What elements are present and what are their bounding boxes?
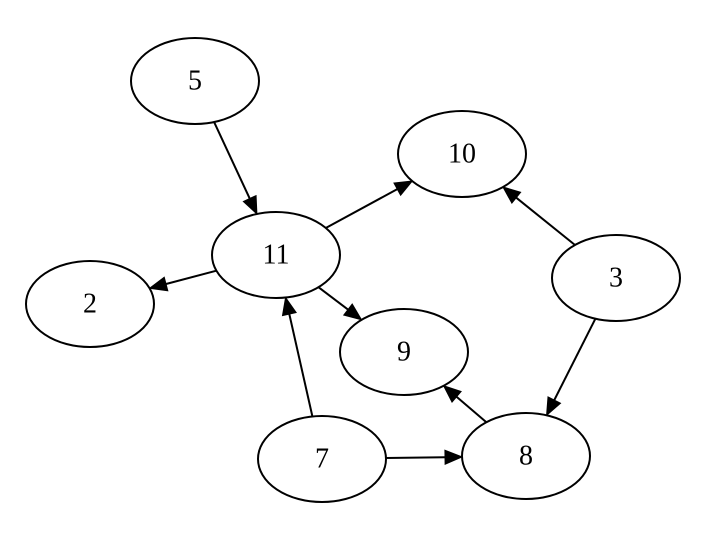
arrowhead-7-to-8	[444, 449, 464, 465]
arrowhead-11-to-9	[342, 303, 363, 321]
node-11: 11	[211, 211, 341, 299]
node-ellipse	[397, 110, 527, 198]
node-ellipse	[257, 415, 387, 503]
arrowhead-11-to-2	[148, 276, 169, 292]
node-label: 8	[519, 441, 533, 472]
edge-7-to-11	[288, 313, 314, 417]
node-label: 9	[397, 337, 411, 368]
node-ellipse	[461, 412, 591, 500]
node-8: 8	[461, 412, 591, 500]
edge-11-to-2	[165, 269, 217, 285]
node-ellipse	[25, 260, 155, 348]
edge-8-to-9	[455, 396, 488, 423]
arrowhead-7-to-11	[281, 296, 297, 317]
edge-3-to-10	[515, 196, 576, 246]
node-7: 7	[257, 415, 387, 503]
node-label: 5	[188, 66, 202, 97]
node-3: 3	[551, 234, 681, 322]
node-5: 5	[130, 37, 260, 125]
node-ellipse	[551, 234, 681, 322]
edge-5-to-11	[213, 121, 251, 199]
arrowhead-3-to-10	[501, 186, 522, 205]
arrowhead-3-to-8	[545, 396, 562, 417]
node-ellipse	[339, 308, 469, 396]
edge-3-to-8	[553, 318, 597, 401]
edge-11-to-10	[325, 188, 398, 229]
edge-11-to-9	[317, 286, 349, 311]
node-layer: 5 10 11 3 2 9 7 8	[25, 37, 681, 503]
node-label: 11	[263, 240, 290, 271]
node-9: 9	[339, 308, 469, 396]
node-ellipse	[130, 37, 260, 125]
edge-7-to-8	[385, 456, 446, 460]
arrowhead-8-to-9	[442, 384, 462, 404]
node-label: 7	[315, 444, 329, 475]
node-label: 3	[609, 263, 623, 294]
node-label: 10	[448, 139, 476, 170]
node-label: 2	[83, 289, 97, 320]
node-10: 10	[397, 110, 527, 198]
edge-layer	[148, 121, 597, 465]
arrowhead-11-to-10	[393, 180, 414, 197]
arrowhead-5-to-11	[242, 194, 258, 216]
node-2: 2	[25, 260, 155, 348]
node-ellipse	[211, 211, 341, 299]
